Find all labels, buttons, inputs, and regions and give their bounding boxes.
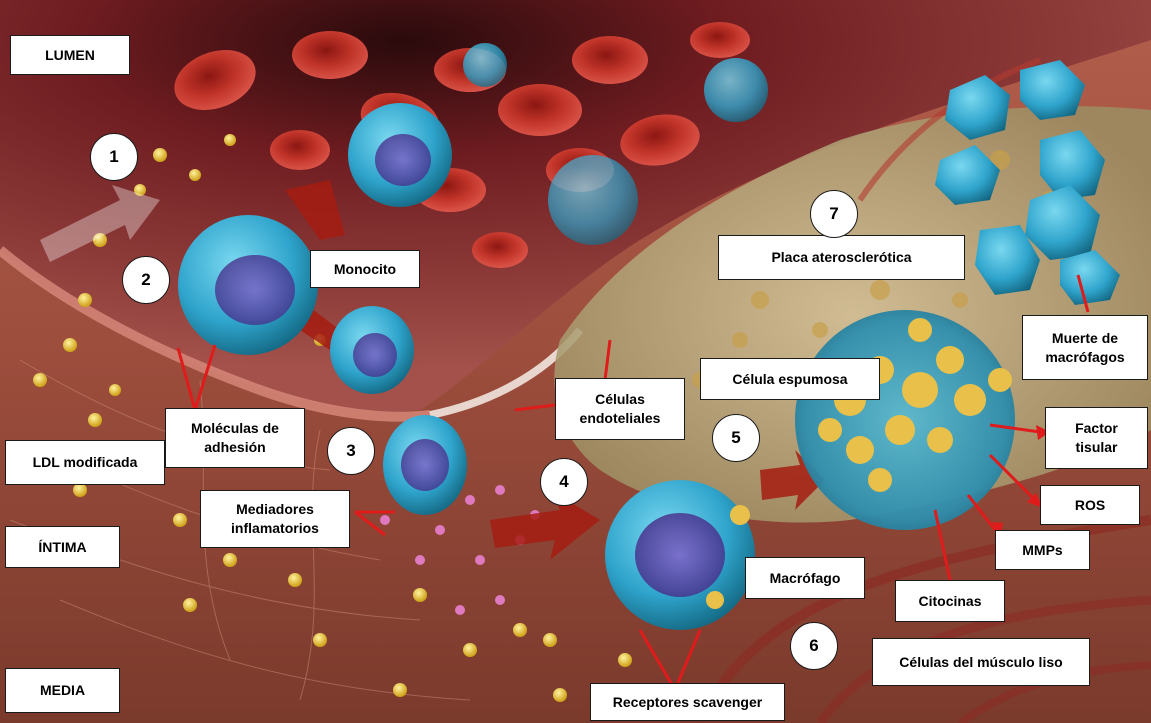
step-5-marker: 5 (712, 414, 760, 462)
label-mediadores-inflamatorios: Mediadores inflamatorios (200, 490, 350, 548)
label-media: MEDIA (5, 668, 120, 713)
label-muerte-macrofagos: Muerte de macrófagos (1022, 315, 1148, 380)
step-4-marker: 4 (540, 458, 588, 506)
label-monocito: Monocito (310, 250, 420, 288)
label-ldl-modificada: LDL modificada (5, 440, 165, 485)
label-ros: ROS (1040, 485, 1140, 525)
label-macrofago: Macrófago (745, 557, 865, 599)
label-receptores-scavenger: Receptores scavenger (590, 683, 785, 721)
label-celulas-musculo-liso: Células del músculo liso (872, 638, 1090, 686)
label-intima: ÍNTIMA (5, 526, 120, 568)
step-3-marker: 3 (327, 427, 375, 475)
step-7-marker: 7 (810, 190, 858, 238)
step-2-marker: 2 (122, 256, 170, 304)
step-1-marker: 1 (90, 133, 138, 181)
label-celulas-endoteliales: Células endoteliales (555, 378, 685, 440)
label-factor-tisular: Factor tisular (1045, 407, 1148, 469)
label-moleculas-adhesion: Moléculas de adhesión (165, 408, 305, 468)
label-citocinas: Citocinas (895, 580, 1005, 622)
label-placa-aterosclerotica: Placa aterosclerótica (718, 235, 965, 280)
label-celula-espumosa: Célula espumosa (700, 358, 880, 400)
label-mmps: MMPs (995, 530, 1090, 570)
step-6-marker: 6 (790, 622, 838, 670)
label-lumen: LUMEN (10, 35, 130, 75)
